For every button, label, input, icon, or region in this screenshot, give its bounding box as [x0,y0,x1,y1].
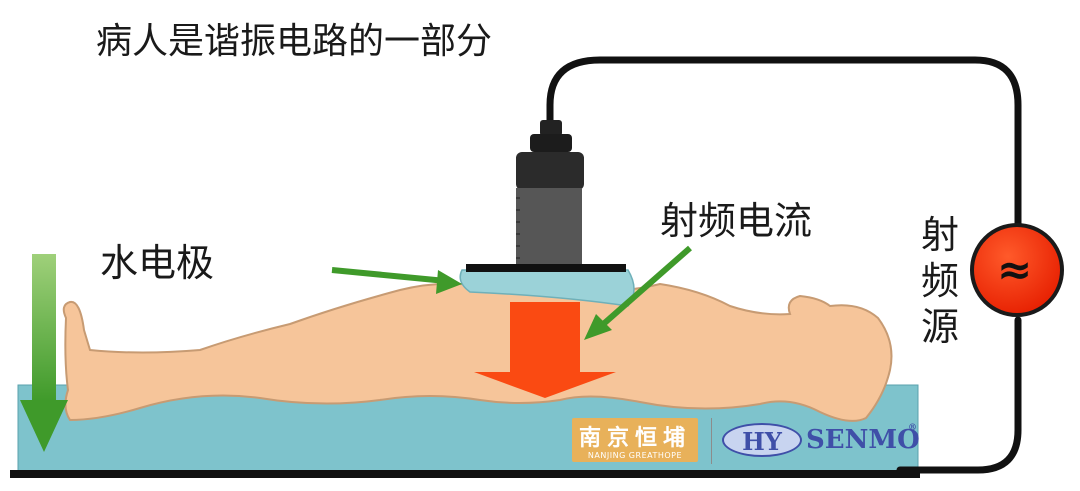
rf-source-label: 射频源 [920,213,959,349]
senmo-name: SENMO [806,425,920,455]
greathope-en: NANJING GREATHOPE [587,451,683,460]
ground-plate [10,470,920,478]
handle-grip-top [516,152,584,190]
handle-ridges [516,197,520,259]
rf-source-symbol: ≈ [997,245,1033,294]
senmo-reg: ® [908,423,917,433]
rf-current-arrow [474,302,616,398]
patient-body [62,282,893,422]
water-pad [459,269,635,307]
logo-divider [711,418,712,464]
handle-tip [540,120,562,136]
electrode-plate [466,264,626,272]
water-electrode-label: 水电极 [100,241,215,285]
senmo-hy: HY [722,423,802,457]
diagram-title: 病人是谐振电路的一部分 [96,21,493,62]
water-flow-arrow [20,254,68,452]
greathope-cn: 南京恒埔 [578,426,691,451]
greathope-logo: 南京恒埔 NANJING GREATHOPE [572,418,698,462]
handle-grip [516,188,582,266]
rf-current-label: 射频电流 [660,199,813,243]
rf-source-circle [970,223,1064,317]
current-pointer-arrow [584,245,692,340]
electrode-pointer-arrow [331,267,462,294]
handle-neck [530,134,572,152]
circuit-wire [546,56,1022,474]
